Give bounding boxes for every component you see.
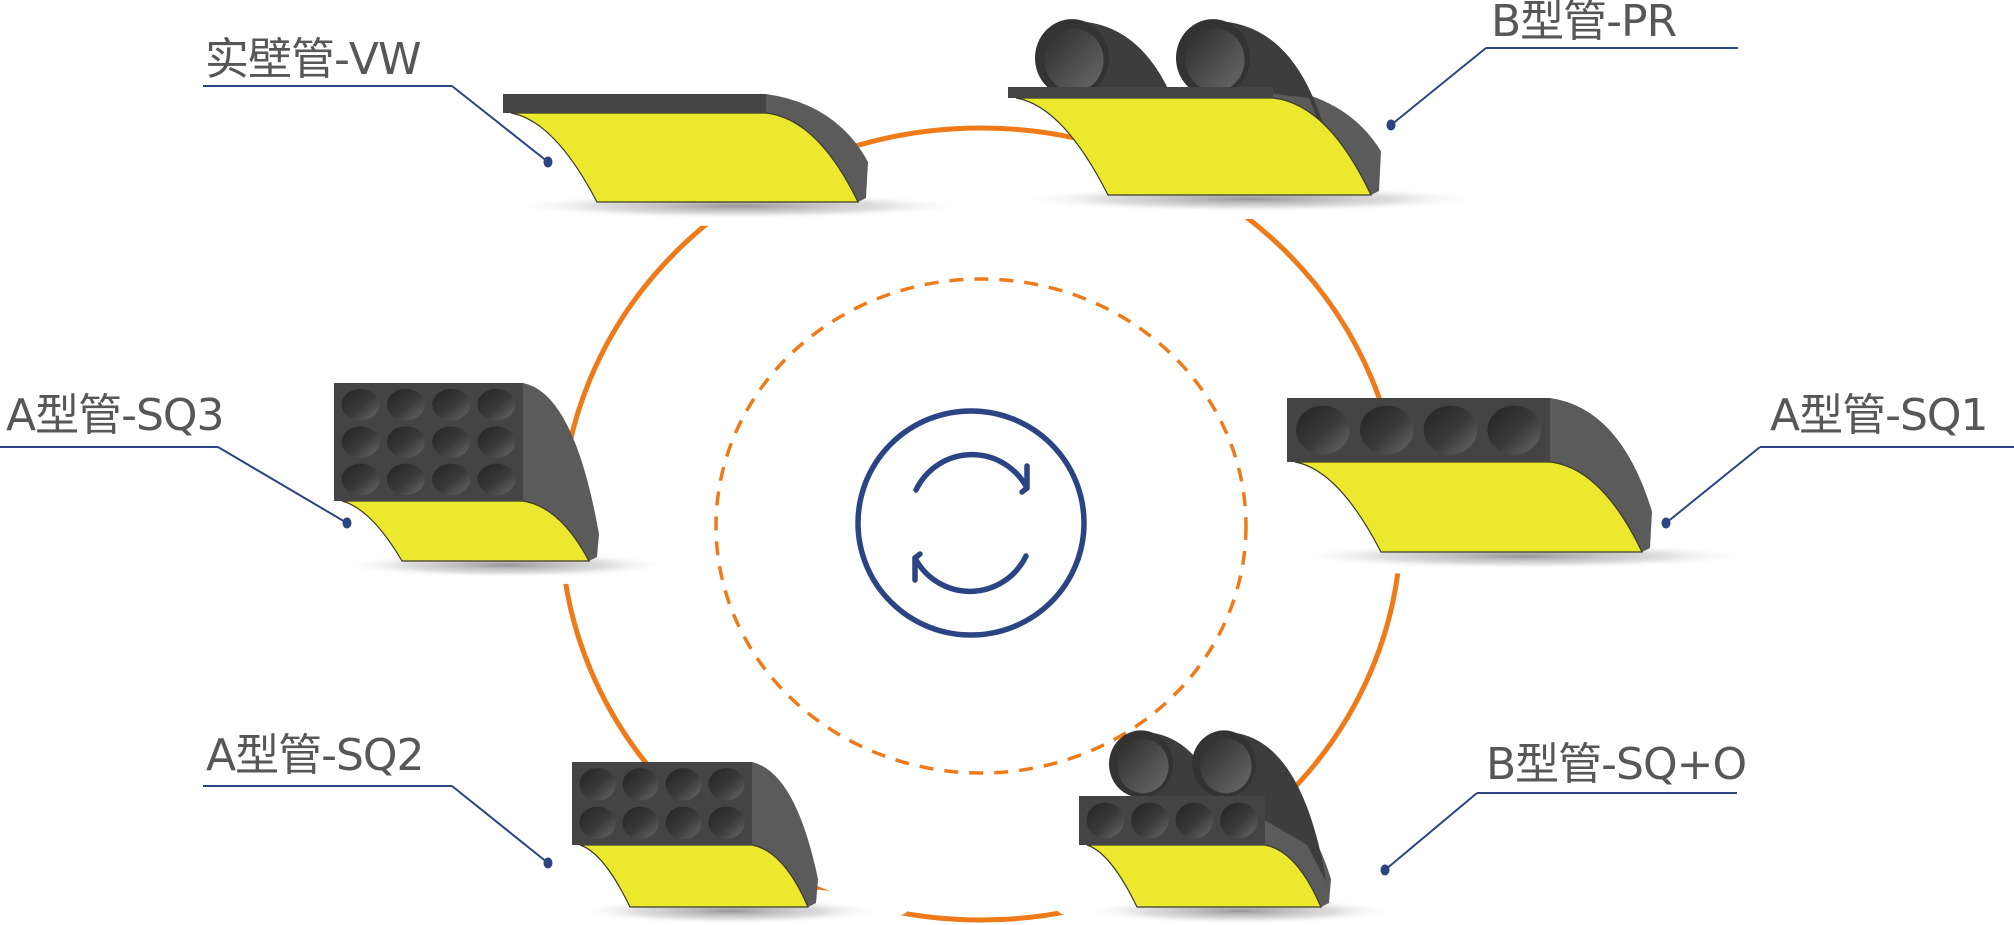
leader-dot-sq3 xyxy=(342,517,352,529)
tube-hole xyxy=(1117,738,1169,794)
channel-hole xyxy=(477,388,516,421)
leader-line-sqo xyxy=(1384,792,1478,871)
product-vw-illustration xyxy=(470,94,1007,226)
channel-hole xyxy=(1131,802,1169,839)
channel-hole xyxy=(341,463,380,496)
yellow-tape-face xyxy=(1086,844,1322,908)
leader-line-vw xyxy=(451,85,549,163)
product-sq1-illustration xyxy=(1254,398,1791,576)
channel-hole xyxy=(477,426,516,458)
channel-hole xyxy=(622,806,659,839)
label-sq3: A型管-SQ3 xyxy=(6,390,225,441)
front-block xyxy=(503,94,766,113)
channel-hole xyxy=(432,388,471,421)
channel-hole xyxy=(432,426,471,458)
side-face xyxy=(1550,398,1652,552)
yellow-tape-face xyxy=(1015,97,1372,196)
product-sq2-illustration xyxy=(551,762,909,925)
rotate-cycle-icon xyxy=(855,408,1087,638)
channel-hole xyxy=(1359,405,1414,455)
channel-hole xyxy=(622,768,659,801)
channel-hole xyxy=(708,768,745,801)
side-face xyxy=(752,762,818,907)
channel-hole xyxy=(708,806,745,839)
leader-dot-pr xyxy=(1386,119,1396,131)
channel-hole xyxy=(341,388,380,421)
channel-hole xyxy=(386,426,425,458)
leader-line-sq3 xyxy=(217,446,348,524)
tube-hole xyxy=(1185,28,1245,92)
yellow-tape-face xyxy=(341,500,590,562)
label-sq1: A型管-SQ1 xyxy=(1770,390,1989,441)
channel-hole xyxy=(665,806,702,839)
tube-hole xyxy=(1200,738,1252,794)
channel-hole xyxy=(1086,802,1124,839)
channel-hole xyxy=(1296,405,1350,455)
channel-hole xyxy=(477,463,516,496)
leader-dot-vw xyxy=(543,156,553,168)
channel-hole xyxy=(386,463,425,496)
inner-dashed-ring xyxy=(714,277,1248,775)
channel-hole xyxy=(1175,802,1213,839)
leader-line-pr xyxy=(1390,47,1487,126)
channel-hole xyxy=(386,388,425,421)
leader-dot-sqo xyxy=(1380,864,1390,876)
channel-hole xyxy=(432,463,471,496)
leader-line-sq2 xyxy=(451,785,549,864)
product-sq3-illustration xyxy=(313,383,700,585)
label-sqo: B型管-SQ+O xyxy=(1486,739,1747,790)
tube-hole xyxy=(1044,28,1104,92)
leader-dot-sq2 xyxy=(543,857,553,869)
channel-hole xyxy=(1487,405,1541,455)
channel-hole xyxy=(579,806,616,839)
label-sq2: A型管-SQ2 xyxy=(206,730,425,781)
leader-line-sq1 xyxy=(1665,446,1761,524)
side-face xyxy=(1273,87,1381,195)
channel-hole xyxy=(1423,405,1478,455)
channel-hole xyxy=(341,426,380,458)
channel-hole xyxy=(665,768,702,801)
label-vw: 实壁管-VW xyxy=(205,34,421,85)
channel-hole xyxy=(579,768,616,801)
channel-hole xyxy=(1220,802,1258,839)
side-face xyxy=(523,383,599,561)
yellow-tape-face xyxy=(1294,461,1643,553)
front-block xyxy=(1008,87,1273,98)
product-pr-illustration xyxy=(976,19,1525,219)
label-pr: B型管-PR xyxy=(1491,0,1677,47)
leader-dot-sq1 xyxy=(1661,517,1671,529)
yellow-tape-face xyxy=(510,112,859,203)
yellow-tape-face xyxy=(579,844,809,908)
product-sqo-illustration xyxy=(1057,730,1423,925)
